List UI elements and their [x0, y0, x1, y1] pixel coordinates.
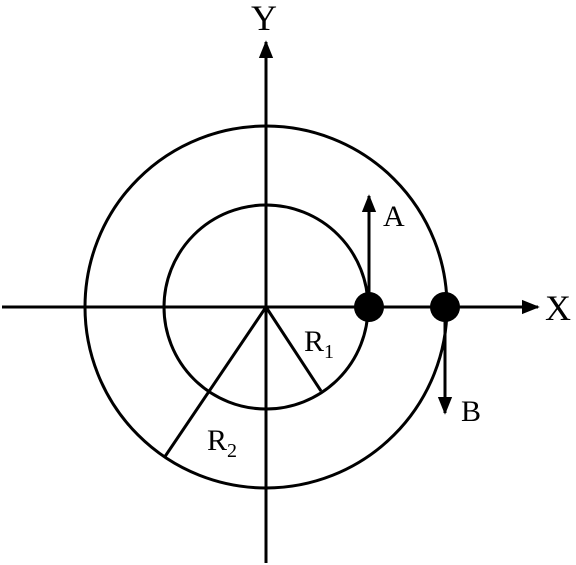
radius-r2-base: R [207, 424, 227, 457]
radius-r2-label: R2 [207, 424, 237, 462]
radius-r1-label: R1 [304, 325, 334, 363]
radius-r1-base: R [304, 325, 324, 358]
radius-r2-line [162, 306, 268, 459]
particle-b [430, 292, 460, 322]
particle-a [354, 292, 384, 322]
radius-r1-line [264, 306, 323, 392]
x-axis-label: X [545, 288, 571, 328]
radius-r1-subscript: 1 [324, 341, 334, 363]
radius-r2-subscript: 2 [227, 440, 237, 462]
y-axis-label: Y [251, 0, 277, 38]
point-a-label: A [383, 200, 405, 233]
point-b-label: B [461, 395, 481, 428]
